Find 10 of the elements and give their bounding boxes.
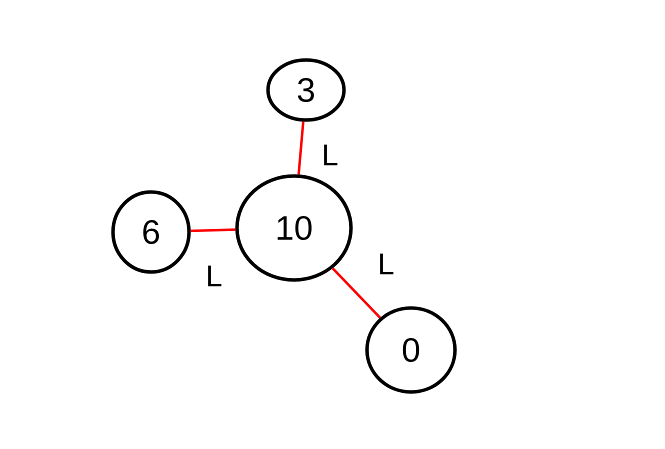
edge-label: L <box>324 144 338 166</box>
connector-line <box>190 228 236 232</box>
circle-node: 6 <box>111 190 191 274</box>
connector-line <box>332 268 381 319</box>
edge-label: L <box>380 254 394 274</box>
edge-label: L <box>208 266 222 286</box>
circle-node: 3 <box>266 58 346 122</box>
circle-node: 10 <box>235 174 353 282</box>
connector-line <box>297 122 304 175</box>
circle-node: 0 <box>365 306 457 394</box>
